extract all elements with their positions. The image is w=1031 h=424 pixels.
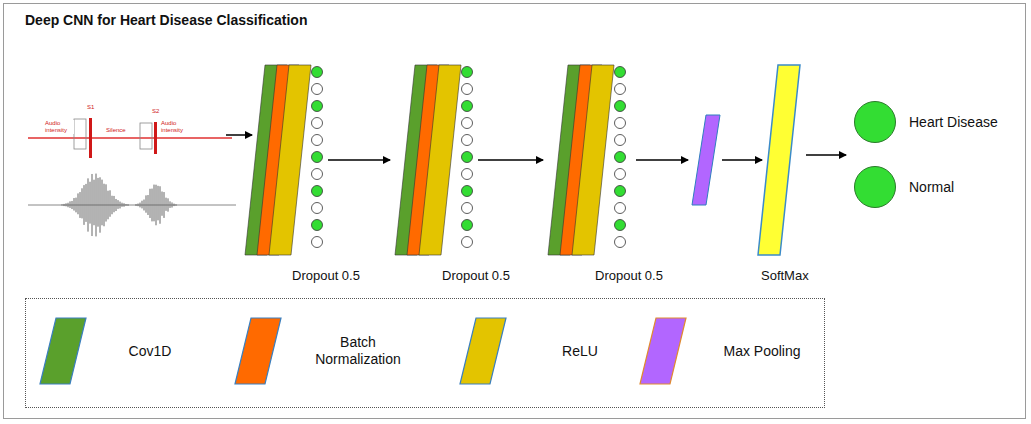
intensity-bracket: [74, 119, 86, 149]
arrow: [636, 159, 688, 161]
layer-label: Dropout 0.5: [442, 268, 510, 283]
arrow: [226, 134, 252, 136]
legend-label: Batch Normalization: [298, 334, 418, 368]
legend-swatch: [640, 318, 686, 384]
edge-arrow: [328, 159, 390, 161]
legend-label: Max Pooling: [712, 343, 812, 360]
sound-annotation: Audio intensity: [44, 120, 74, 134]
softmax-layer: [758, 65, 800, 255]
layer-label: SoftMax: [761, 268, 809, 283]
layer-blocks: [245, 65, 626, 255]
conv-block: Dropout 0.5: [242, 62, 326, 258]
legend-swatch: [460, 318, 506, 384]
output-circle: Normal: [854, 166, 896, 208]
output-circle: Heart Disease: [854, 101, 896, 143]
layer-label: Dropout 0.5: [595, 268, 663, 283]
s1-bar: [89, 118, 92, 158]
arrow: [806, 154, 846, 156]
output-label: Heart Disease: [909, 114, 998, 130]
legend-swatch: [40, 318, 86, 384]
s2-bar: [154, 122, 157, 154]
intensity-bracket: [140, 123, 152, 149]
waveform: [28, 174, 236, 237]
edge-arrow: [478, 159, 543, 161]
sound-annotation: S2: [151, 108, 160, 115]
legend-label: ReLU: [540, 343, 620, 360]
sound-annotation: S1: [86, 104, 95, 111]
sound-annotation: Audio intensity: [160, 120, 190, 134]
layer-label: Dropout 0.5: [292, 268, 360, 283]
diagram-title: Deep CNN for Heart Disease Classificatio…: [25, 12, 307, 28]
sound-annotation: Silence: [105, 127, 127, 134]
conv-block: Dropout 0.5: [392, 62, 476, 258]
legend-label: Cov1D: [105, 343, 195, 360]
conv-block: Dropout 0.5: [545, 62, 629, 258]
max-pooling-layer: [692, 115, 720, 205]
baseline: [28, 137, 232, 139]
legend-swatch: [235, 318, 281, 384]
arrow: [722, 159, 762, 161]
output-label: Normal: [909, 179, 954, 195]
softmax-layer-node: SoftMax: [755, 62, 805, 258]
